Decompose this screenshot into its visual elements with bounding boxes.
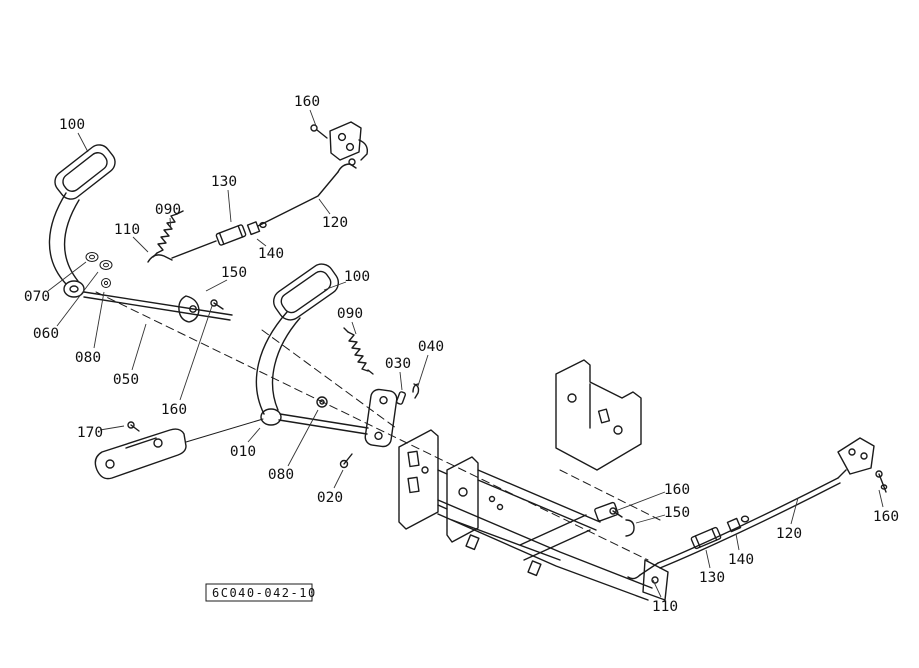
callout-030-pin: 030 [385, 356, 411, 372]
spring-middle [343, 327, 374, 375]
callout-120-upper-rod: 120 [322, 215, 348, 231]
callout-080-left-nut: 080 [75, 350, 101, 366]
callout-150-upper-bracket: 150 [221, 265, 247, 281]
leader-lines [47, 109, 884, 598]
left-bracket [94, 418, 264, 480]
callout-170-bracket-bolt: 170 [77, 425, 103, 441]
pedal-middle [255, 263, 420, 469]
diagram-code: 6C040-042-10 [205, 583, 317, 602]
pedal-shaft [83, 291, 233, 323]
callout-160-top-bracket: 160 [294, 94, 320, 110]
diagram-code-text: 6C040-042-10 [212, 586, 317, 600]
callout-130-lower-turnbuckle: 130 [699, 570, 725, 586]
callout-160-shaft-bolt: 160 [161, 402, 187, 418]
callout-100-pedal-middle: 100 [344, 269, 370, 285]
callout-120-lower-rod: 120 [776, 526, 802, 542]
callout-160-right-bolt: 160 [873, 509, 899, 525]
callout-090-upper-spring: 090 [155, 202, 181, 218]
callout-100-pedal-left: 100 [59, 117, 85, 133]
top-bracket [310, 121, 369, 161]
callout-020-bolt: 020 [317, 490, 343, 506]
callout-160-frame-bolt: 160 [664, 482, 690, 498]
callout-080-middle-nut: 080 [268, 467, 294, 483]
frame [398, 359, 669, 601]
callout-070-washer: 070 [24, 289, 50, 305]
callout-060-washer: 060 [33, 326, 59, 342]
callout-150-frame-clip: 150 [664, 505, 690, 521]
pedal-left-fasteners [85, 252, 113, 288]
centerlines [95, 291, 661, 561]
pedal-left [48, 144, 116, 298]
lower-linkage [627, 437, 888, 580]
callout-050-pedal-arm: 050 [113, 372, 139, 388]
callout-010-pedal-arm: 010 [230, 444, 256, 460]
callout-130-upper-turnbuckle: 130 [211, 174, 237, 190]
callout-110-lower-rod: 110 [652, 599, 678, 615]
upper-linkage [147, 158, 357, 263]
callout-040-cotter-pin: 040 [418, 339, 444, 355]
callout-110-upper-rod: 110 [114, 222, 140, 238]
callout-090-middle-spring: 090 [337, 306, 363, 322]
callout-140-upper-nut: 140 [258, 246, 284, 262]
callout-140-lower-nut: 140 [728, 552, 754, 568]
